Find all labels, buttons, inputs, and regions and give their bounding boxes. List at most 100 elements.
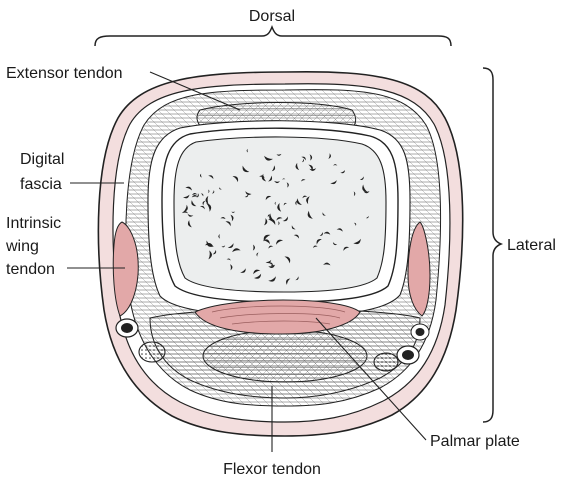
trabecula-mark xyxy=(268,245,274,249)
palmar-plate-fibers xyxy=(211,305,346,325)
trabecula-mark xyxy=(263,218,268,226)
trabecula-mark xyxy=(208,175,214,180)
trabecula-mark xyxy=(362,184,368,193)
trabecula-mark xyxy=(284,256,291,264)
lateral-vessel-right-lumen xyxy=(415,328,425,336)
trabecula-mark xyxy=(274,180,280,184)
trabecula-mark xyxy=(264,155,273,161)
trabecula-mark xyxy=(295,200,298,206)
trabecula-mark xyxy=(226,258,231,261)
trabecula-mark xyxy=(192,192,198,196)
trabecula-mark xyxy=(262,239,270,245)
trabecula-mark xyxy=(231,211,236,213)
trabecula-mark xyxy=(267,214,271,218)
trabecula-mark xyxy=(267,262,274,267)
label-palmar-plate: Palmar plate xyxy=(430,433,520,450)
palmar-plate-shape xyxy=(194,299,361,335)
lateral-bracket xyxy=(482,67,504,423)
bone-medulla xyxy=(173,136,387,293)
trabecular-pattern xyxy=(181,148,370,285)
trabecula-mark xyxy=(276,217,283,221)
trabecula-mark xyxy=(253,269,261,275)
trabecula-mark xyxy=(353,191,356,197)
trabecula-mark xyxy=(307,210,313,219)
trabecula-mark xyxy=(276,239,284,245)
trabecula-mark xyxy=(227,243,234,248)
trabecula-mark xyxy=(268,276,276,282)
trabecula-mark xyxy=(199,205,205,210)
label-dorsal: Dorsal xyxy=(249,8,295,25)
trabecula-mark xyxy=(309,168,317,171)
trabecula-mark xyxy=(286,278,291,285)
trabecula-mark xyxy=(319,231,323,236)
trabecula-mark xyxy=(322,212,326,216)
trabecula-mark xyxy=(293,234,300,239)
trabecula-mark xyxy=(353,238,361,245)
trabecula-mark xyxy=(366,215,369,219)
trabecula-mark xyxy=(269,213,275,222)
trabecula-mark xyxy=(295,162,300,171)
trabecula-mark xyxy=(283,202,287,206)
trabecula-mark xyxy=(301,156,306,161)
trabecula-mark xyxy=(308,164,313,172)
label-extensor-tendon: Extensor tendon xyxy=(6,65,123,82)
trabecula-mark xyxy=(363,191,370,194)
digital-nerve-right xyxy=(373,352,399,372)
trabecula-mark xyxy=(263,234,271,242)
trabecula-mark xyxy=(206,240,214,247)
trabecula-mark xyxy=(181,211,189,214)
label-intrinsic-line1: Intrinsic xyxy=(6,215,61,232)
trabecula-mark xyxy=(286,182,289,188)
trabecula-mark xyxy=(208,250,212,260)
trabecula-mark xyxy=(271,165,276,172)
label-lateral: Lateral xyxy=(507,237,556,254)
intrinsic-wing-tendon-right xyxy=(407,221,431,317)
trabecula-mark xyxy=(187,220,192,228)
trabecula-mark xyxy=(261,173,267,182)
trabecula-mark xyxy=(187,213,194,217)
trabecula-mark xyxy=(301,179,306,182)
trabecula-mark xyxy=(185,186,192,191)
trabecula-mark xyxy=(282,216,288,222)
trabecula-mark xyxy=(225,221,231,227)
trabecula-mark xyxy=(220,216,226,220)
trabecula-mark xyxy=(306,196,310,205)
trabecula-mark xyxy=(242,165,250,173)
leader-extensor-tendon xyxy=(149,71,241,111)
trabecula-mark xyxy=(278,221,280,226)
trabecula-mark xyxy=(244,194,249,198)
trabecula-mark xyxy=(211,190,215,194)
trabecula-mark xyxy=(291,225,296,230)
label-flexor-tendon: Flexor tendon xyxy=(223,461,321,478)
trabecula-mark xyxy=(312,245,318,248)
trabecula-mark xyxy=(276,153,282,156)
trabecula-mark xyxy=(219,187,222,190)
trabecula-mark xyxy=(246,148,248,153)
trabecula-mark xyxy=(191,195,198,198)
trabecula-mark xyxy=(212,249,217,255)
trabecula-mark xyxy=(309,154,313,161)
dorsal-bracket xyxy=(94,24,452,47)
digital-artery-left-lumen xyxy=(121,323,133,333)
trabecula-mark xyxy=(256,252,259,257)
trabecula-mark xyxy=(316,239,322,245)
trabecula-mark xyxy=(232,176,239,183)
trabecula-mark xyxy=(282,178,286,180)
trabecula-mark xyxy=(252,244,256,251)
trabecula-mark xyxy=(196,193,199,198)
label-digital-fascia-line2: fascia xyxy=(20,176,62,193)
trabecula-mark xyxy=(254,273,262,279)
trabecula-mark xyxy=(208,189,210,194)
trabecula-mark xyxy=(202,200,206,206)
trabecula-mark xyxy=(296,198,302,205)
trabecula-mark xyxy=(230,214,234,222)
trabecula-mark xyxy=(206,203,212,212)
trabecula-mark xyxy=(265,259,272,264)
digital-artery-right-lumen xyxy=(402,350,414,360)
trabecula-mark xyxy=(270,264,275,267)
label-intrinsic-line3: tendon xyxy=(6,261,55,278)
intrinsic-wing-tendon-left xyxy=(112,221,139,317)
trabecula-mark xyxy=(340,170,346,174)
trabecula-mark xyxy=(343,246,350,251)
trabecula-mark xyxy=(277,203,282,212)
